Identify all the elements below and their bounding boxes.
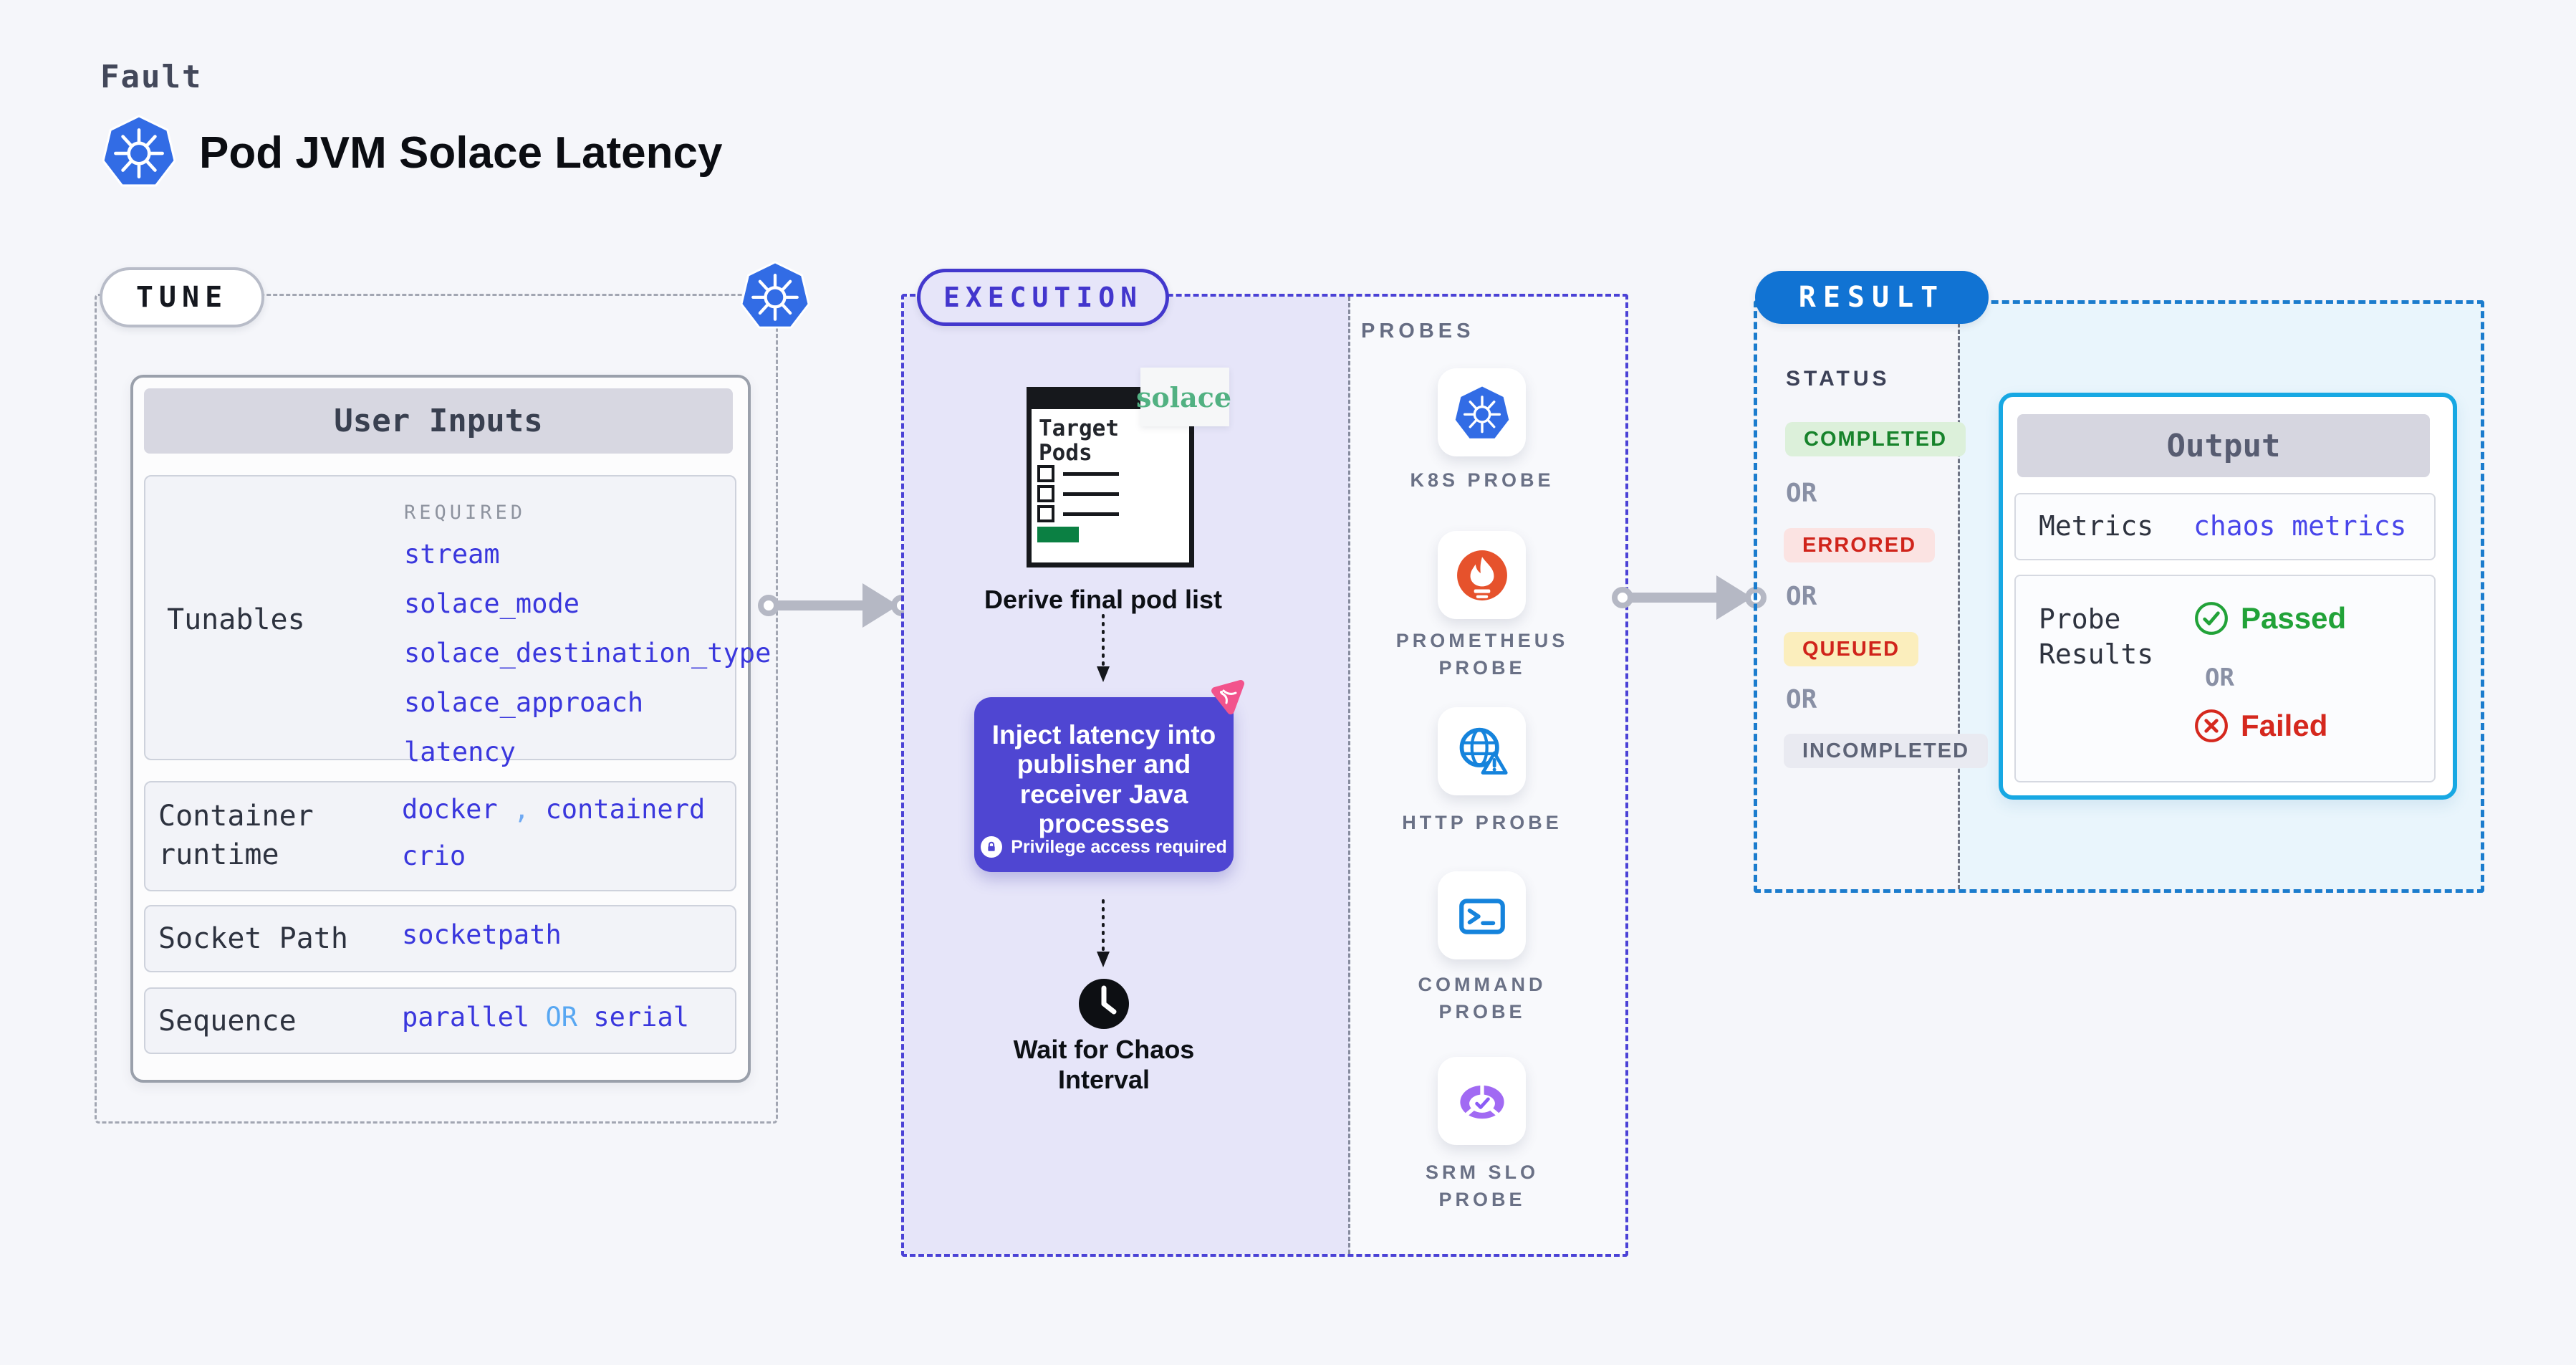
- target-pods-title: Target Pods: [1039, 416, 1119, 466]
- tunable-value: stream: [404, 539, 500, 570]
- tunable-value: solace_approach: [404, 687, 644, 718]
- page-title: Pod JVM Solace Latency: [199, 128, 723, 178]
- prometheus-probe-card: [1438, 531, 1526, 619]
- or-separator: OR: [2205, 664, 2234, 692]
- status-badge-incompleted: INCOMPLETED: [1784, 734, 1989, 768]
- green-button-bar: [1037, 527, 1079, 542]
- command-probe-label: COMMAND PROBE: [1418, 974, 1547, 1022]
- flow-arrow-down: [1097, 614, 1110, 682]
- tune-section-box: [95, 294, 778, 1124]
- pod-list-item: [1037, 465, 1119, 482]
- result-divider: [1958, 304, 1960, 889]
- x-circle-icon: [2195, 709, 2228, 742]
- metrics-row: [2014, 493, 2436, 560]
- runtime-value-docker: docker: [402, 794, 498, 825]
- pod-list-item: [1037, 485, 1119, 502]
- srm-slo-probe-label: SRM SLO PROBE: [1425, 1162, 1539, 1210]
- derive-pod-list-step: Derive final pod list: [984, 585, 1223, 614]
- checkbox-icon: [1037, 485, 1054, 502]
- srm-slo-probe-card: [1438, 1057, 1526, 1145]
- privilege-note: Privilege access required: [1011, 836, 1227, 857]
- metrics-value: chaos metrics: [2193, 510, 2407, 542]
- probe-results-label: Probe Results: [2039, 603, 2154, 671]
- kubernetes-icon: [102, 115, 176, 187]
- runtime-value-crio: crio: [402, 840, 466, 871]
- status-badge-completed: COMPLETED: [1785, 422, 1966, 456]
- kubernetes-icon: [741, 261, 809, 329]
- probes-heading: PROBES: [1361, 320, 1475, 343]
- lock-icon: [981, 836, 1003, 858]
- failed-label: Failed: [2241, 709, 2328, 742]
- sequence-value: parallel OR serial: [402, 1002, 689, 1033]
- tune-to-execution-arrow: [758, 583, 913, 628]
- execution-to-result-arrow: [1612, 575, 1767, 620]
- wait-chaos-interval-step: Wait for Chaos Interval: [1013, 1035, 1195, 1095]
- socket-path-value: socketpath: [402, 919, 562, 950]
- status-badge-queued: QUEUED: [1784, 632, 1919, 666]
- k8s-probe-card: [1438, 368, 1526, 456]
- sequence-value-serial: serial: [593, 1002, 689, 1033]
- or-separator: OR: [1786, 685, 1817, 714]
- clock-icon: [1079, 979, 1129, 1029]
- http-probe-label: HTTP PROBE: [1402, 812, 1562, 833]
- output-header: Output: [2017, 414, 2430, 477]
- http-globe-warning-icon: [1459, 727, 1508, 775]
- passed-label: Passed: [2241, 601, 2347, 635]
- tunable-value: solace_mode: [404, 588, 580, 619]
- container-runtime-values: docker , containerd crio: [402, 794, 705, 871]
- inject-latency-step: Inject latency into publisher and receiv…: [974, 697, 1234, 872]
- metrics-label: Metrics: [2039, 510, 2154, 542]
- sequence-label: Sequence: [158, 1005, 297, 1038]
- inject-latency-text: Inject latency into publisher and receiv…: [991, 720, 1216, 839]
- or-separator: OR: [1786, 582, 1817, 611]
- prometheus-icon: [1456, 550, 1507, 600]
- tunable-value: latency: [404, 737, 516, 767]
- sequence-row: [144, 987, 736, 1054]
- fault-category-label: Fault: [100, 59, 203, 95]
- terminal-icon: [1458, 898, 1505, 934]
- runtime-value-containerd: containerd: [545, 794, 706, 825]
- flow-arrow-down: [1097, 899, 1110, 967]
- passed-result: Passed: [2193, 600, 2346, 636]
- socket-path-row: [144, 905, 736, 972]
- tunable-value: solace_destination_type: [404, 638, 772, 669]
- slo-pie-check-icon: [1459, 1081, 1504, 1119]
- failed-result: Failed: [2193, 708, 2327, 744]
- tune-pill: TUNE: [100, 267, 264, 327]
- prometheus-probe-label: PROMETHEUS PROBE: [1395, 630, 1569, 679]
- runtime-separator: ,: [513, 794, 530, 825]
- checkbox-icon: [1037, 465, 1054, 482]
- sequence-or: OR: [545, 1002, 578, 1033]
- result-pill: RESULT: [1755, 271, 1989, 324]
- tunables-label: Tunables: [167, 603, 305, 636]
- list-line: [1063, 492, 1119, 496]
- socket-path-label: Socket Path: [158, 922, 348, 955]
- checkbox-icon: [1037, 505, 1054, 522]
- container-runtime-label: Container runtime: [158, 800, 314, 871]
- status-badge-errored: ERRORED: [1784, 528, 1936, 562]
- tunables-row: [144, 475, 736, 760]
- k8s-probe-label: K8S PROBE: [1410, 469, 1554, 491]
- list-line: [1063, 512, 1119, 516]
- kubernetes-icon: [1455, 386, 1509, 439]
- probes-divider: [1348, 297, 1350, 1254]
- command-probe-card: [1438, 871, 1526, 959]
- chaos-pinwheel-icon: [1211, 680, 1244, 714]
- container-runtime-row: [144, 781, 736, 891]
- user-inputs-header: User Inputs: [144, 388, 733, 454]
- solace-logo: solace: [1136, 368, 1231, 426]
- privilege-note-row: Privilege access required: [974, 836, 1234, 858]
- http-probe-card: [1438, 707, 1526, 795]
- status-heading: STATUS: [1786, 367, 1890, 391]
- execution-pill: EXECUTION: [917, 269, 1169, 326]
- pod-list-item: [1037, 505, 1119, 522]
- check-circle-icon: [2195, 602, 2228, 635]
- required-tag: REQUIRED: [404, 502, 527, 524]
- solace-logo-text: solace: [1135, 380, 1232, 413]
- tunables-values: stream solace_mode solace_destination_ty…: [404, 539, 771, 767]
- or-separator: OR: [1786, 479, 1817, 508]
- sequence-value-parallel: parallel: [402, 1002, 530, 1033]
- list-line: [1063, 471, 1119, 476]
